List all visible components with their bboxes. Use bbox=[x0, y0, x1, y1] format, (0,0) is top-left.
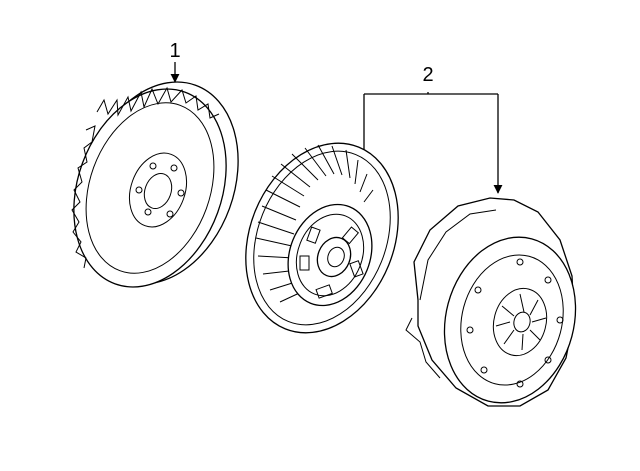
pressure-plate bbox=[405, 197, 577, 407]
callout-1-label: 1 bbox=[169, 40, 180, 62]
flywheel-ring-gear-teeth bbox=[71, 86, 220, 269]
pressure-plate-bolt-holes bbox=[466, 258, 564, 388]
pressure-plate-diaphragm-fingers bbox=[495, 293, 547, 351]
flywheel bbox=[71, 81, 239, 288]
clutch-disc-damper-springs bbox=[299, 226, 364, 299]
callout-2-label: 2 bbox=[422, 64, 433, 86]
flywheel-bolt-holes bbox=[135, 162, 185, 218]
clutch-disc-friction-segments bbox=[255, 144, 374, 303]
clutch-disc bbox=[245, 142, 399, 334]
